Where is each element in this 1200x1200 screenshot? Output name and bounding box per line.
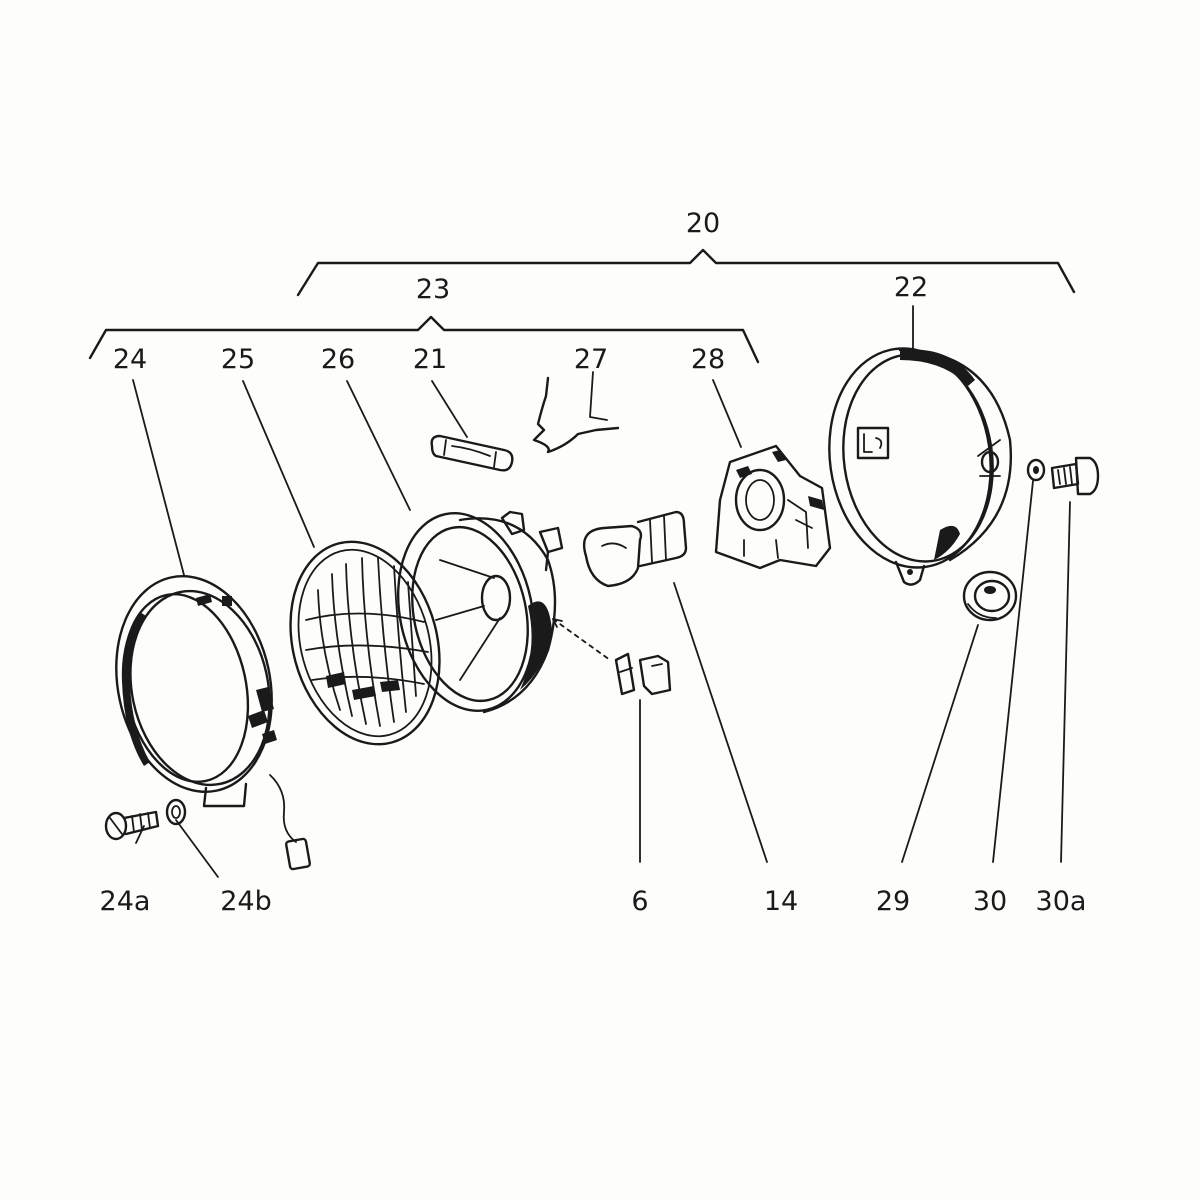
- label-6: 6: [631, 886, 648, 917]
- label-27: 27: [574, 344, 608, 375]
- label-24a: 24a: [100, 886, 151, 917]
- label-30a: 30a: [1036, 886, 1087, 917]
- rim-washer-icon: [165, 798, 187, 826]
- festoon-bulb-icon: [430, 434, 514, 472]
- screw-icon: [104, 810, 160, 841]
- bolt-icon: [1050, 456, 1100, 496]
- label-20: 20: [686, 208, 720, 239]
- washer-icon: [1026, 458, 1046, 482]
- rim-ring-icon: [115, 575, 312, 871]
- housing-icon: [828, 347, 1012, 586]
- bracket-20: [296, 248, 1076, 297]
- label-25: 25: [221, 344, 255, 375]
- label-21: 21: [413, 344, 447, 375]
- label-28: 28: [691, 344, 725, 375]
- label-24b: 24b: [220, 886, 272, 917]
- bulb-icon: [582, 510, 688, 588]
- label-30: 30: [973, 886, 1007, 917]
- reflector-icon: [396, 510, 564, 714]
- label-24: 24: [113, 344, 147, 375]
- label-29: 29: [876, 886, 910, 917]
- lens-icon: [289, 540, 441, 746]
- label-14: 14: [764, 886, 798, 917]
- wire-spring-icon: [532, 376, 620, 454]
- part-labels: 20 23 22 24 25 26 21 27 28 24a 24b 6 14 …: [100, 208, 1087, 917]
- label-23: 23: [416, 274, 450, 305]
- terminal-clip-icon: [614, 652, 672, 696]
- leader-lines: [132, 305, 1071, 878]
- label-22: 22: [894, 272, 928, 303]
- bracket-23: [88, 315, 760, 364]
- label-26: 26: [321, 344, 355, 375]
- bulb-holder-icon: [714, 444, 832, 570]
- grommet-icon: [962, 570, 1018, 622]
